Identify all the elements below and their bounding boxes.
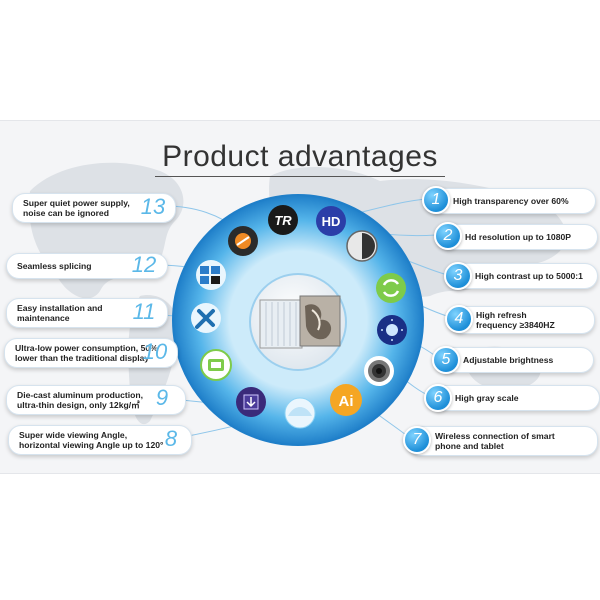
svg-text:Ai: Ai [339, 393, 354, 410]
title-underline [155, 176, 445, 177]
number-badge-6: 6 [424, 384, 452, 412]
page-title: Product advantages [162, 140, 438, 173]
advantage-item-10: Ultra-low power consumption, 50% lower t… [4, 338, 178, 368]
advantage-label: High gray scale [455, 393, 519, 403]
number-badge-9: 9 [155, 385, 169, 410]
advantage-item-9: Die-cast aluminum production, ultra-thin… [6, 385, 186, 415]
svg-text:HD: HD [322, 214, 341, 229]
advantage-label: High contrast up to 5000:1 [475, 271, 583, 281]
number-badge-1: 1 [422, 186, 450, 214]
advantage-label: Wireless connection of smart phone and t… [435, 431, 555, 451]
advantage-item-8: Super wide viewing Angle, horizontal vie… [8, 425, 192, 455]
advantage-label: Easy installation and maintenance [17, 303, 103, 323]
number-badge-10: 10 [142, 339, 168, 364]
advantage-label: Super wide viewing Angle, horizontal vie… [19, 430, 164, 450]
advantage-item-1: High transparency over 60% [426, 188, 596, 214]
transparent-display-icon [259, 295, 341, 349]
advantage-label: Ultra-low power consumption, 50% lower t… [15, 343, 158, 363]
advantage-label: Super quiet power supply, noise can be i… [23, 198, 130, 218]
advantage-label: Die-cast aluminum production, ultra-thin… [17, 390, 144, 410]
advantage-item-7: Wireless connection of smart phone and t… [408, 426, 598, 456]
advantage-item-5: Adjustable brightness [436, 347, 594, 373]
number-badge-5: 5 [432, 346, 460, 374]
power-supply-icon [228, 226, 258, 256]
number-badge-13: 13 [140, 194, 166, 219]
hd-icon: HD [316, 206, 346, 236]
number-badge-8: 8 [164, 426, 178, 451]
number-badge-11: 11 [132, 299, 156, 324]
advantage-item-6: High gray scale [428, 385, 600, 411]
splicing-icon [196, 260, 226, 290]
number-badge-12: 12 [131, 252, 157, 277]
advantage-item-11: Easy installation and maintenance [6, 298, 168, 328]
brightness-icon [377, 315, 407, 345]
refresh-icon [376, 273, 406, 303]
advantage-label: High transparency over 60% [453, 196, 569, 206]
number-badge-3: 3 [444, 262, 472, 290]
power-icon [200, 349, 232, 381]
feature-ring-outline [172, 194, 424, 446]
ai-icon: Ai [330, 384, 362, 416]
contrast-icon [346, 230, 378, 262]
advantage-label: High refresh frequency ≥3840HZ [476, 310, 555, 330]
number-badge-4: 4 [445, 305, 473, 333]
tools-icon [191, 303, 221, 333]
advantage-item-3: High contrast up to 5000:1 [448, 263, 598, 289]
svg-text:TR: TR [274, 213, 292, 228]
advantage-item-2: Hd resolution up to 1080P [438, 224, 598, 250]
number-badge-7: 7 [403, 426, 431, 454]
advantage-label: Adjustable brightness [463, 355, 554, 365]
tr-logo-icon: TR [268, 205, 298, 235]
advantage-item-13: Super quiet power supply, noise can be i… [12, 193, 176, 223]
download-icon [236, 387, 266, 417]
number-badge-2: 2 [434, 222, 462, 250]
grayscale-icon [364, 356, 394, 386]
advantage-item-12: Seamless splicing [6, 253, 168, 279]
advantage-label: Seamless splicing [17, 261, 92, 271]
viewing-angle-icon [284, 397, 316, 429]
advantage-label: Hd resolution up to 1080P [465, 232, 572, 242]
